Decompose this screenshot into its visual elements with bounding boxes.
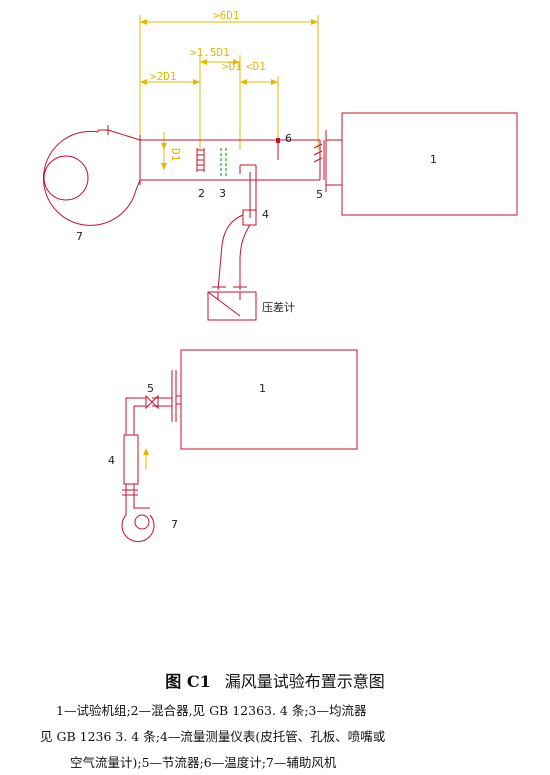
- thermometer: [276, 138, 280, 160]
- dimension-greater-d1: >D1: [222, 60, 242, 73]
- label-flow-straightener: 3: [219, 187, 226, 200]
- legend-line-3: 空气流量计);5—节流器;6—温度计;7—辅助风机: [70, 755, 337, 770]
- throttle-top: [313, 130, 342, 192]
- label-auxiliary-fan-bottom: 7: [171, 518, 178, 531]
- auxiliary-fan-bottom: [121, 500, 155, 543]
- label-throttle-bottom: 5: [147, 382, 154, 395]
- dimension-2d1: >2D1: [150, 70, 177, 83]
- test-unit-bottom: [180, 349, 358, 450]
- dimension-less-d1: <D1: [246, 60, 266, 73]
- test-unit-top: [341, 112, 518, 216]
- dimension-6d1: >6D1: [213, 9, 240, 22]
- auxiliary-fan-top: [43, 125, 141, 226]
- label-throttle: 5: [316, 188, 323, 201]
- flow-direction-arrow-icon: [143, 448, 149, 470]
- flow-straightener: [220, 148, 227, 176]
- label-flow-meter: 4: [262, 208, 269, 221]
- label-test-unit-bottom: 1: [259, 382, 266, 395]
- dimension-arrows: [140, 19, 318, 170]
- figure-caption: 图 C1 漏风量试验布置示意图: [0, 668, 550, 692]
- dimension-1-5d1: >1.5D1: [190, 46, 230, 59]
- flow-measuring-instrument-top: [212, 164, 257, 291]
- label-test-unit: 1: [430, 153, 437, 166]
- label-mixer: 2: [198, 187, 205, 200]
- mixer: [196, 148, 205, 172]
- dimension-d1-vertical: D1: [169, 148, 182, 161]
- throttle-bottom: [145, 370, 181, 422]
- dimension-lines: [139, 15, 319, 170]
- test-duct: [140, 139, 320, 181]
- pipe-bottom: [122, 397, 146, 500]
- figure-title: 漏风量试验布置示意图: [224, 672, 385, 691]
- label-thermometer: 6: [285, 132, 292, 145]
- legend-line-2: 见 GB 1236 3. 4 条;4—流量测量仪表(皮托管、孔板、喷嘴或: [40, 729, 386, 744]
- differential-pressure-gauge: [207, 291, 257, 321]
- label-pressure-gauge: 压差计: [262, 300, 295, 314]
- label-auxiliary-fan: 7: [76, 230, 83, 243]
- flow-measuring-instrument-bottom: [123, 434, 139, 485]
- legend-line-1: 1—试验机组;2—混合器,见 GB 12363. 4 条;3—均流器: [56, 703, 367, 718]
- label-flow-meter-bottom: 4: [108, 454, 115, 467]
- figure-number: 图 C1: [165, 672, 211, 691]
